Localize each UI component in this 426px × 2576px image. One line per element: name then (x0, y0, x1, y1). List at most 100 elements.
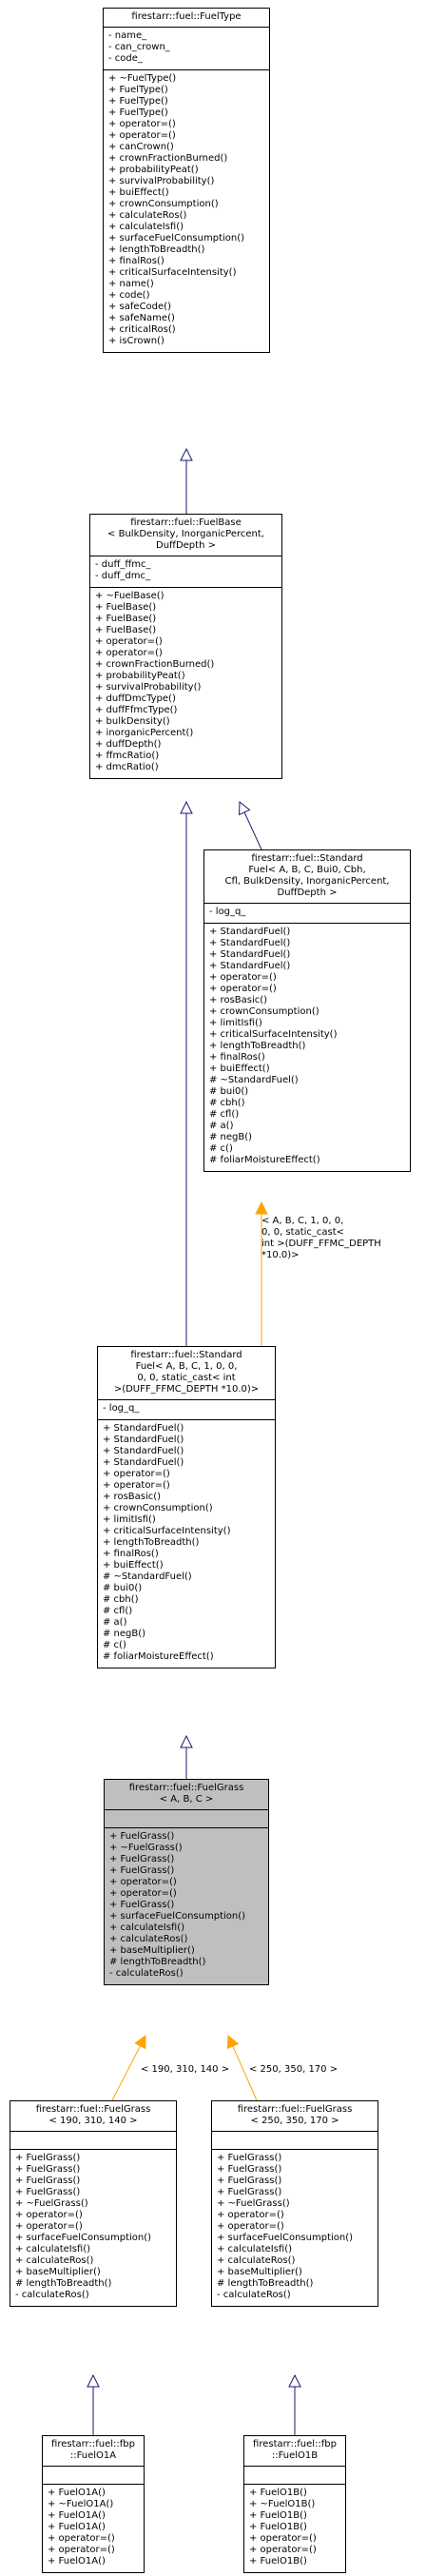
attributes-section (244, 2466, 345, 2484)
member-item: + FuelO1A() (48, 2488, 106, 2498)
member-item: # bui0() (103, 1583, 143, 1593)
member-item: + safeCode() (108, 302, 171, 312)
member-item: # cbh() (103, 1594, 139, 1605)
member-item: # ~StandardFuel() (103, 1571, 192, 1582)
member-item: + operator=() (48, 2545, 115, 2555)
methods-section: + StandardFuel()+ StandardFuel()+ Standa… (204, 923, 410, 1171)
member-item: + surfaceFuelConsumption() (109, 1911, 246, 1922)
member-item: + FuelGrass() (15, 2164, 81, 2175)
member-item: + ~FuelO1B() (249, 2499, 316, 2509)
class-node-fuelo1a[interactable]: firestarr::fuel::fbp ::FuelO1A + FuelO1A… (42, 2435, 145, 2573)
methods-section: + StandardFuel()+ StandardFuel()+ Standa… (98, 1419, 275, 1668)
class-node-fueltype[interactable]: firestarr::fuel::FuelType - name_- can_c… (103, 8, 270, 353)
member-item: + baseMultiplier() (109, 1945, 195, 1956)
member-item: + finalRos() (108, 256, 165, 266)
member-item: + operator=() (209, 984, 277, 994)
member-item: + duffDmcType() (95, 693, 176, 704)
member-item: + probabilityPeat() (108, 165, 199, 175)
member-item: + FuelGrass() (109, 1865, 175, 1876)
member-item: + surfaceFuelConsumption() (217, 2233, 354, 2243)
class-node-fuelo1b[interactable]: firestarr::fuel::fbp ::FuelO1B + FuelO1B… (243, 2435, 346, 2573)
member-item: # cfl() (103, 1606, 133, 1616)
class-title: firestarr::fuel::FuelGrass < 250, 350, 1… (237, 2104, 353, 2126)
class-node-fuelgrass-250[interactable]: firestarr::fuel::FuelGrass < 250, 350, 1… (211, 2100, 378, 2307)
member-item: + calculateIsfi() (15, 2244, 91, 2254)
member-item: + FuelGrass() (217, 2176, 282, 2186)
class-title: firestarr::fuel::fbp ::FuelO1A (51, 2439, 135, 2461)
member-item: # a() (209, 1121, 234, 1131)
class-title: firestarr::fuel::FuelGrass < A, B, C > (128, 1783, 244, 1805)
methods-section: + FuelO1A()+ ~FuelO1A()+ FuelO1A()+ Fuel… (43, 2484, 144, 2572)
member-item: # lengthToBreadth() (15, 2278, 112, 2289)
attributes-section: - log_q_ (204, 903, 410, 923)
member-item: + operator=() (15, 2210, 83, 2220)
member-item: - log_q_ (209, 907, 246, 917)
member-item: + duffFfmcType() (95, 705, 178, 715)
member-item: + operator=() (109, 1877, 177, 1887)
member-item: + buiEffect() (103, 1560, 164, 1571)
member-item: + criticalSurfaceIntensity() (103, 1526, 231, 1536)
member-item: + surfaceFuelConsumption() (108, 233, 245, 244)
member-item: + survivalProbability() (108, 176, 215, 186)
attributes-section (105, 1809, 268, 1827)
class-title: firestarr::fuel::FuelType (131, 11, 242, 22)
class-node-standard-fuel-b[interactable]: firestarr::fuel::Standard Fuel< A, B, C,… (97, 1346, 276, 1669)
member-item: + inorganicPercent() (95, 728, 194, 738)
member-item: + lengthToBreadth() (103, 1537, 200, 1548)
member-item: + crownConsumption() (209, 1006, 320, 1017)
member-item: + StandardFuel() (103, 1446, 184, 1456)
attributes-section (43, 2466, 144, 2484)
member-item: + operator=() (95, 648, 163, 658)
member-item: + criticalRos() (108, 324, 176, 335)
member-item: + FuelGrass() (109, 1854, 175, 1864)
member-item: - duff_ffmc_ (95, 559, 151, 570)
member-item: + operator=() (15, 2221, 83, 2232)
member-item: + finalRos() (209, 1052, 265, 1063)
member-item: + calculateRos() (109, 1934, 188, 1944)
class-node-fuelgrass[interactable]: firestarr::fuel::FuelGrass < A, B, C > +… (104, 1779, 269, 1985)
member-item: + rosBasic() (103, 1492, 162, 1502)
member-item: + FuelO1A() (48, 2510, 106, 2521)
member-item: # lengthToBreadth() (109, 1957, 206, 1967)
methods-section: + ~FuelBase()+ FuelBase()+ FuelBase()+ F… (90, 587, 281, 778)
attributes-section (10, 2131, 176, 2149)
member-item: + FuelGrass() (15, 2176, 81, 2186)
member-item: + FuelBase() (95, 602, 157, 613)
methods-section: + ~FuelType()+ FuelType()+ FuelType()+ F… (104, 69, 269, 352)
member-item: + StandardFuel() (209, 938, 291, 948)
class-node-fuelgrass-190[interactable]: firestarr::fuel::FuelGrass < 190, 310, 1… (10, 2100, 177, 2307)
member-item: # foliarMoistureEffect() (103, 1651, 214, 1662)
member-item: # c() (103, 1640, 126, 1650)
member-item: + FuelO1A() (48, 2522, 106, 2532)
member-item: # negB() (209, 1132, 253, 1142)
class-node-fuelbase[interactable]: firestarr::fuel::FuelBase < BulkDensity,… (89, 514, 282, 779)
edge-label-250-template: < 250, 350, 170 > (249, 2064, 339, 2075)
member-item: + FuelType() (108, 96, 168, 107)
member-item: - log_q_ (103, 1403, 140, 1414)
member-item: - duff_dmc_ (95, 571, 150, 581)
member-item: # cbh() (209, 1098, 245, 1108)
member-item: + operator=() (103, 1480, 170, 1491)
template-edge-fuelgrass190-fuelgrass (111, 2036, 145, 2101)
member-item: - calculateRos() (217, 2290, 291, 2300)
member-item: + criticalSurfaceIntensity() (108, 267, 237, 278)
member-item: + FuelGrass() (109, 1900, 175, 1910)
member-item: # c() (209, 1143, 233, 1154)
member-item: + rosBasic() (209, 995, 268, 1005)
member-item: + surfaceFuelConsumption() (15, 2233, 152, 2243)
methods-section: + FuelGrass()+ FuelGrass()+ FuelGrass()+… (10, 2149, 176, 2306)
member-item: + calculateRos() (15, 2255, 94, 2266)
member-item: + StandardFuel() (103, 1423, 184, 1434)
member-item: + limitIsfi() (103, 1514, 156, 1525)
member-item: # foliarMoistureEffect() (209, 1155, 320, 1165)
member-item: + FuelGrass() (109, 1831, 175, 1842)
member-item: + ~FuelO1A() (48, 2499, 114, 2509)
attributes-section: - duff_ffmc_- duff_dmc_ (90, 556, 281, 587)
member-item: + StandardFuel() (209, 961, 291, 971)
member-item: + FuelO1B() (249, 2522, 307, 2532)
member-item: + operator=() (217, 2210, 284, 2220)
member-item: + name() (108, 279, 154, 289)
member-item: + ~FuelType() (108, 73, 177, 84)
class-node-standard-fuel-a[interactable]: firestarr::fuel::Standard Fuel< A, B, C,… (203, 849, 411, 1172)
